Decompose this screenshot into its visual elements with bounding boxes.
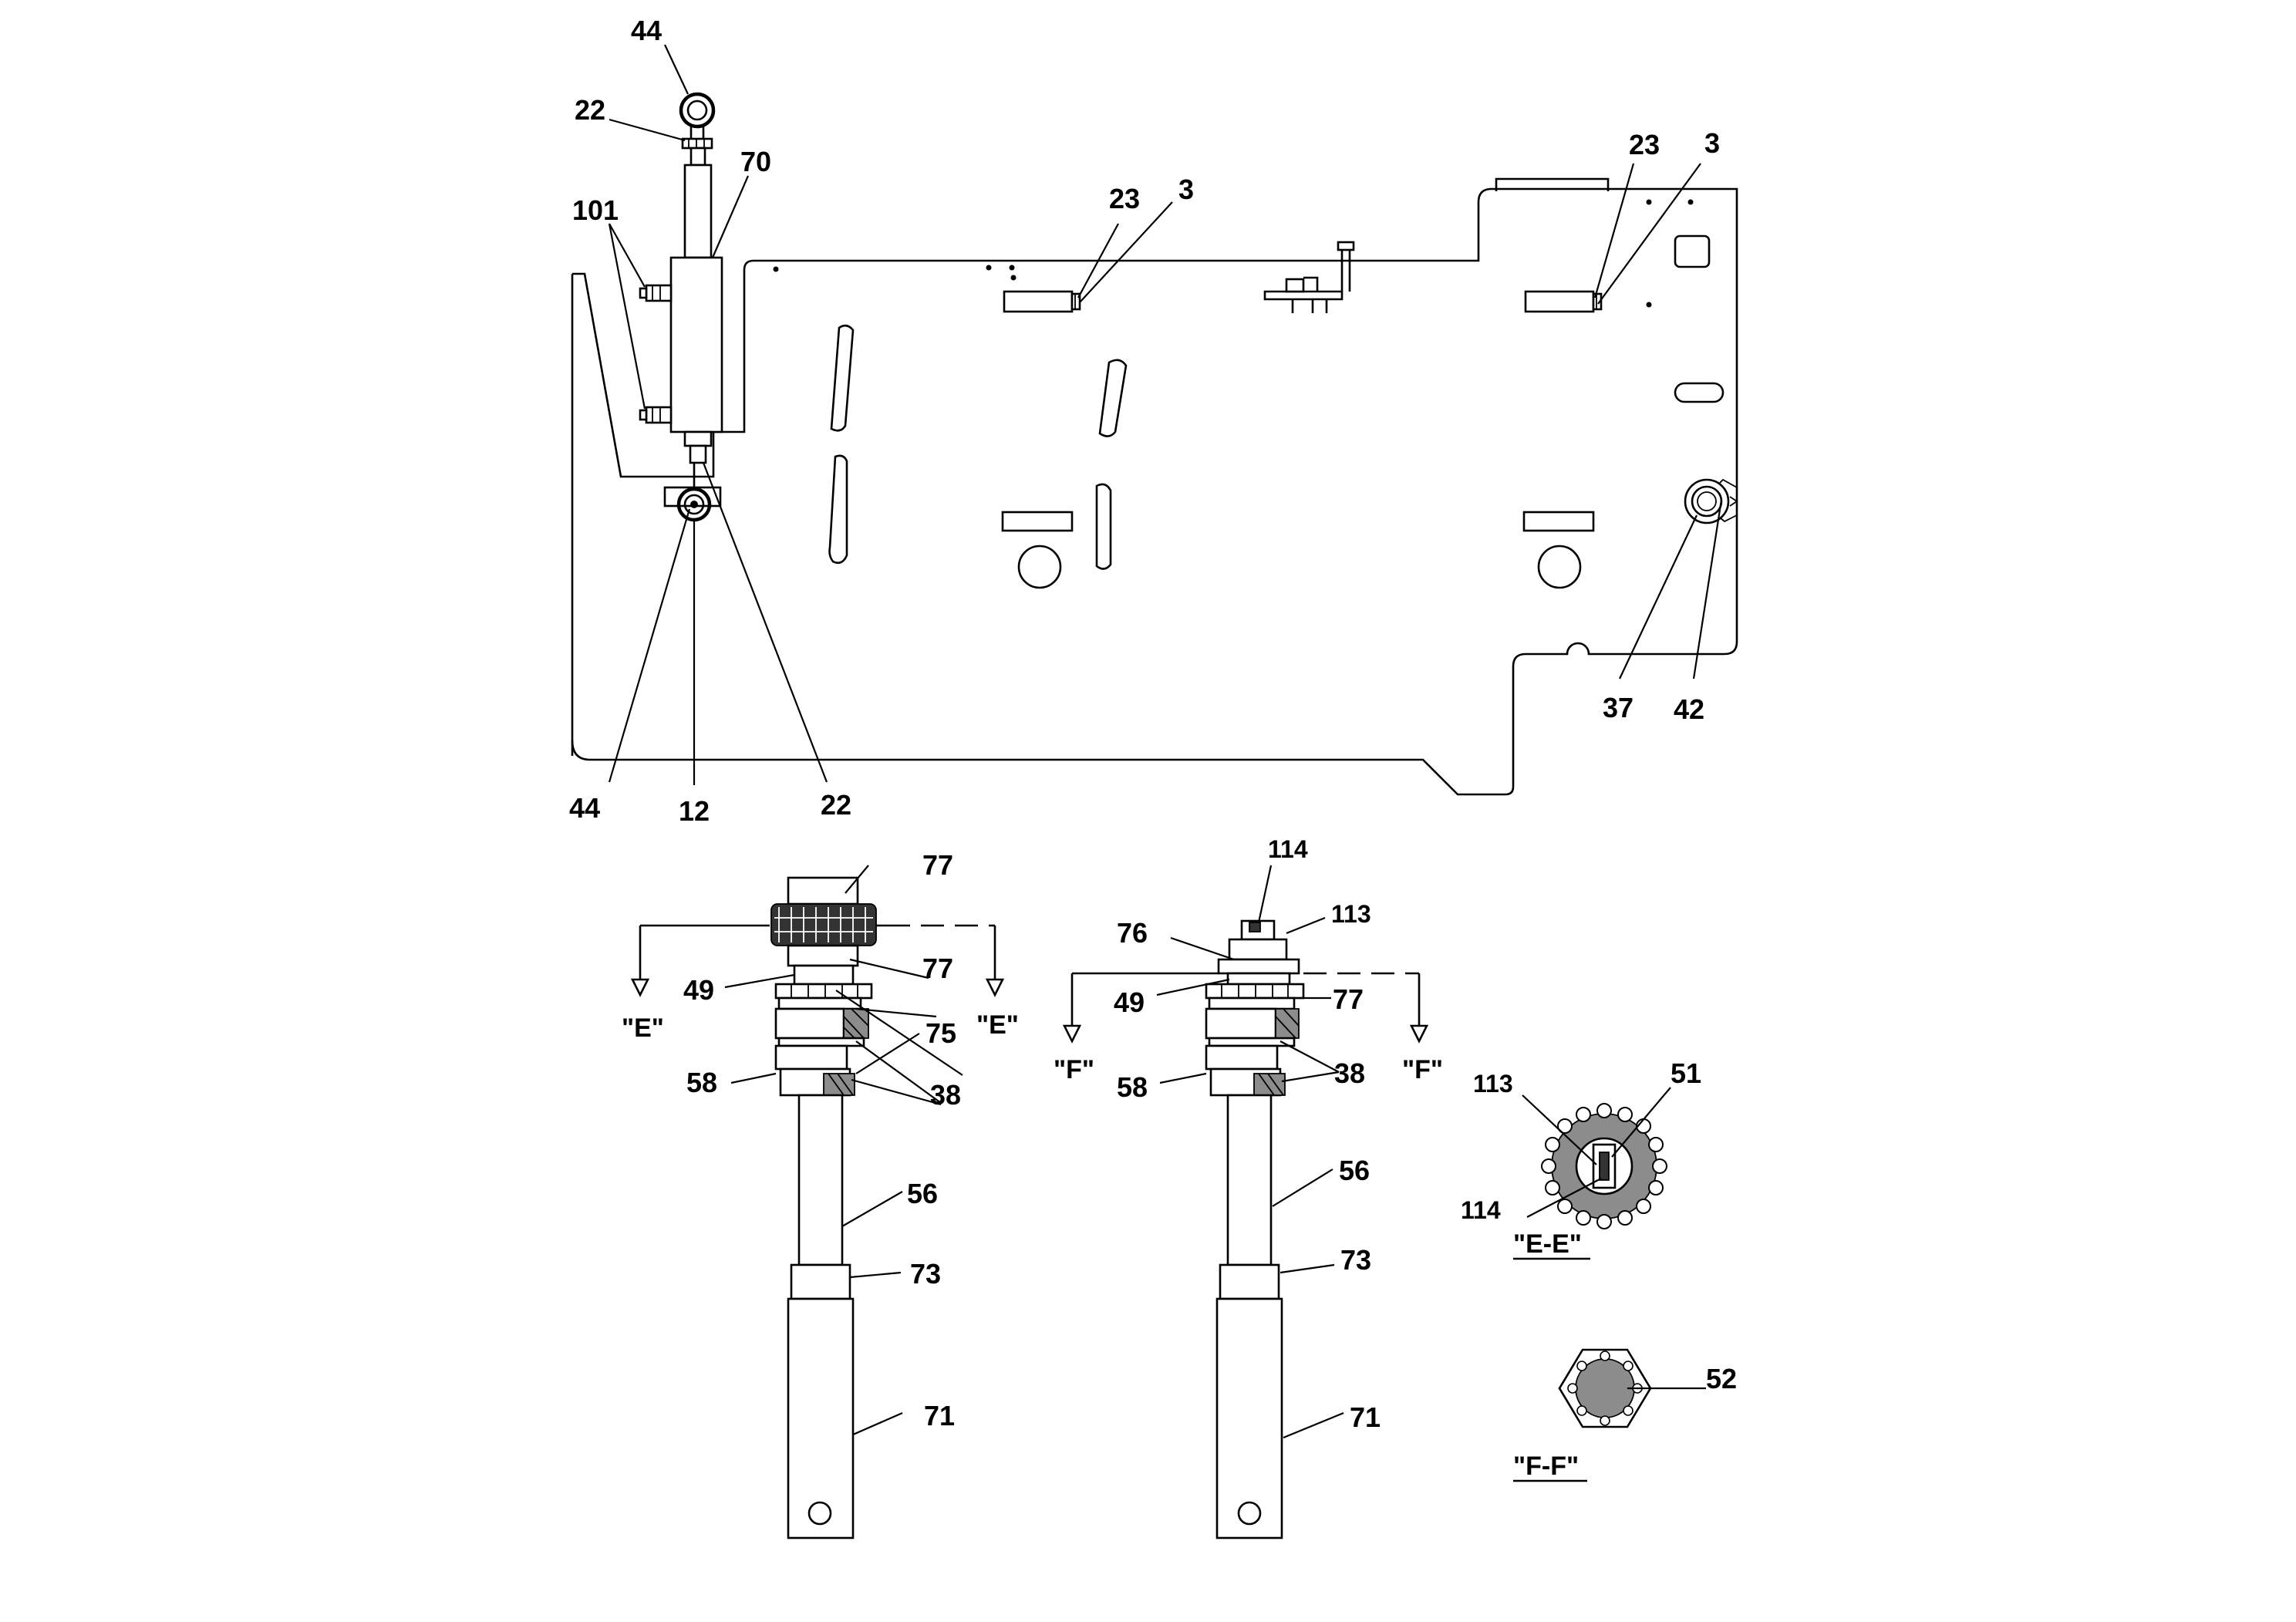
callout-44-top: 44 <box>631 15 662 46</box>
callout-56-left: 56 <box>907 1178 938 1209</box>
callout-38-left: 38 <box>930 1079 961 1111</box>
callout-49-right: 49 <box>1114 986 1145 1018</box>
callout-12: 12 <box>679 795 710 827</box>
section-ff-view <box>1513 1348 1652 1482</box>
section-title-ff: "F-F" <box>1513 1452 1579 1481</box>
callout-71-left: 71 <box>924 1400 955 1431</box>
callout-114-top: 114 <box>1268 835 1308 863</box>
shaft-assembly-f <box>1062 919 1429 1539</box>
callout-73-right: 73 <box>1340 1244 1371 1276</box>
callout-114-section: 114 <box>1461 1196 1501 1224</box>
callout-101: 101 <box>572 194 619 226</box>
callout-labels: 44 22 70 101 23 3 23 3 37 42 44 12 22 77… <box>569 15 1737 1433</box>
callout-3-mid: 3 <box>1178 174 1194 205</box>
leader-lines <box>608 44 1723 1439</box>
section-mark-e-right: "E" <box>976 1010 1019 1040</box>
roller-37 <box>1684 478 1738 524</box>
callout-51: 51 <box>1671 1057 1701 1089</box>
callout-38-right: 38 <box>1334 1057 1365 1089</box>
callout-77-upper: 77 <box>922 849 953 881</box>
callout-70: 70 <box>740 146 771 177</box>
callout-77-right: 77 <box>1333 983 1364 1015</box>
callout-76: 76 <box>1117 917 1148 949</box>
callout-44-bottom: 44 <box>569 792 600 824</box>
callout-42: 42 <box>1674 693 1704 725</box>
callout-22-top: 22 <box>575 94 605 126</box>
callout-75: 75 <box>925 1017 956 1049</box>
section-mark-f-right: "F" <box>1402 1055 1443 1084</box>
section-markers: "E" "E" "F" "F" "E-E" "F-F" <box>622 1010 1582 1481</box>
callout-58-right: 58 <box>1117 1071 1148 1103</box>
callout-113-top: 113 <box>1331 900 1371 928</box>
hydraulic-cylinder <box>639 92 723 522</box>
section-mark-e-left: "E" <box>622 1013 664 1043</box>
sensor-mid <box>1003 290 1081 313</box>
callout-3-right: 3 <box>1704 127 1720 159</box>
callout-37: 37 <box>1603 692 1633 723</box>
frame-plate <box>571 177 1738 796</box>
section-ee-view <box>1513 1103 1667 1260</box>
callout-52: 52 <box>1706 1363 1737 1394</box>
shaft-assembly-e <box>630 876 1005 1539</box>
callout-49-left: 49 <box>683 974 714 1006</box>
callout-113-section: 113 <box>1473 1070 1513 1098</box>
callout-58-left: 58 <box>686 1067 717 1098</box>
section-title-ee: "E-E" <box>1513 1229 1582 1259</box>
callout-23-mid: 23 <box>1109 183 1140 214</box>
section-mark-f-left: "F" <box>1054 1055 1094 1084</box>
callout-56-right: 56 <box>1339 1155 1370 1186</box>
callout-71-right: 71 <box>1350 1401 1381 1433</box>
sensor-right <box>1524 290 1603 313</box>
callout-23-right: 23 <box>1629 129 1660 160</box>
callout-77-lower: 77 <box>922 953 953 984</box>
callout-22-bottom: 22 <box>821 789 851 821</box>
callout-73-left: 73 <box>910 1258 941 1290</box>
